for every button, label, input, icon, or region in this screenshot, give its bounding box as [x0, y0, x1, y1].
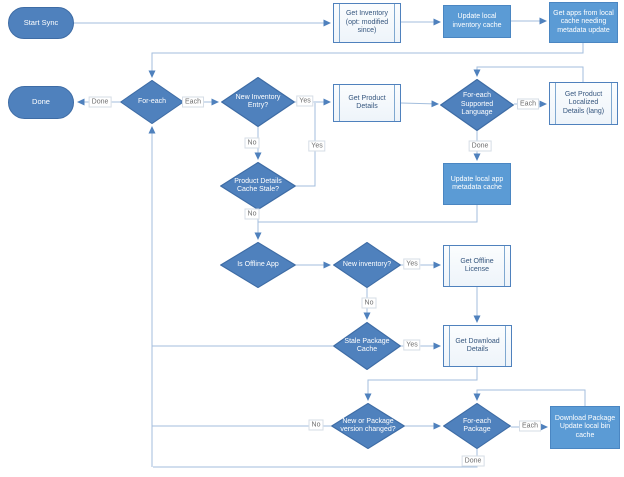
node-new-inventory-decision: New inventory?	[333, 242, 401, 288]
node-get-product-details: Get Product Details	[333, 84, 401, 122]
diamond-shape	[333, 242, 401, 288]
connector-foreach-package-done	[153, 449, 478, 468]
edge-label-cache-stale-no: No	[244, 208, 260, 220]
node-label: For-each Package	[462, 417, 491, 434]
diamond-shape	[120, 80, 184, 124]
connector-localized-details-loop	[473, 66, 584, 82]
node-stale-package-cache-decision: Stale Package Cache	[333, 322, 401, 370]
diamond-shape	[333, 322, 401, 370]
diamond-shape	[221, 77, 295, 127]
node-label: New or Package version changed?	[340, 417, 396, 434]
node-new-or-package-version-changed-decision: New or Package version changed?	[331, 403, 405, 449]
connector-download-package-loop	[473, 389, 586, 406]
node-label: Stale Package Cache	[344, 337, 390, 354]
connector-metadata-cache-return	[258, 205, 478, 223]
connector-download-details-to-version-check	[364, 367, 478, 401]
node-label: For-each	[137, 97, 166, 105]
node-new-inventory-entry-decision: New Inventory Entry?	[221, 77, 295, 127]
node-label: Is Offline App	[237, 260, 279, 268]
node-update-local-app-metadata-cache: Update local app metadata cache	[443, 163, 511, 205]
node-get-download-details: Get Download Details	[443, 325, 512, 367]
node-get-apps-needing-metadata-update: Get apps from local cache needing metada…	[549, 2, 618, 43]
edge-label-new-inventory-no: No	[361, 297, 377, 309]
edge-label-foreach-done: Done	[88, 96, 112, 108]
edge-label-foreach-package-each: Each	[519, 420, 541, 432]
node-label: Product Details Cache Stale?	[234, 177, 282, 194]
node-label: For-each Supported Language	[460, 92, 494, 117]
node-foreach-supported-language-decision: For-each Supported Language	[440, 79, 514, 131]
node-update-local-inventory-cache: Update local inventory cache	[443, 5, 511, 38]
edge-label-language-each: Each	[517, 98, 539, 110]
diamond-shape	[443, 403, 511, 449]
edge-label-version-changed-no: No	[308, 419, 324, 431]
diamond-shape	[440, 79, 514, 131]
diamond-shape	[220, 242, 296, 288]
node-download-package-update-bin-cache: Download Package Update local bin cache	[550, 406, 620, 449]
node-done-terminator: Done	[8, 86, 74, 119]
node-foreach-package-decision: For-each Package	[443, 403, 511, 449]
node-start-sync: Start Sync	[8, 7, 74, 39]
edge-label-foreach-package-done: Done	[461, 455, 485, 467]
connector-product-details-to-foreach-language	[400, 100, 439, 108]
edge-label-language-done: Done	[468, 140, 492, 152]
edge-label-foreach-each: Each	[182, 96, 204, 108]
edge-label-cache-stale-yes: Yes	[308, 140, 326, 152]
node-get-product-localized-details: Get Product Localized Details (lang)	[549, 82, 618, 125]
connector-get-apps-to-foreach	[148, 43, 584, 78]
edge-label-stale-package-yes: Yes	[403, 339, 421, 351]
node-get-offline-license: Get Offline License	[443, 245, 511, 287]
edge-label-new-entry-no: No	[244, 137, 260, 149]
connector-cache-stale-yes	[296, 103, 316, 187]
node-label: New Inventory Entry?	[235, 93, 281, 110]
node-label: New inventory?	[342, 260, 392, 268]
node-get-inventory: Get Inventory (opt: modified since)	[333, 3, 401, 43]
node-foreach-decision: For-each	[120, 80, 184, 124]
node-is-offline-app-decision: Is Offline App	[220, 242, 296, 288]
edge-label-new-inventory-yes: Yes	[403, 258, 421, 270]
edge-label-new-entry-yes: Yes	[296, 95, 314, 107]
node-product-details-cache-stale-decision: Product Details Cache Stale?	[220, 162, 296, 210]
diamond-shape	[331, 403, 405, 449]
